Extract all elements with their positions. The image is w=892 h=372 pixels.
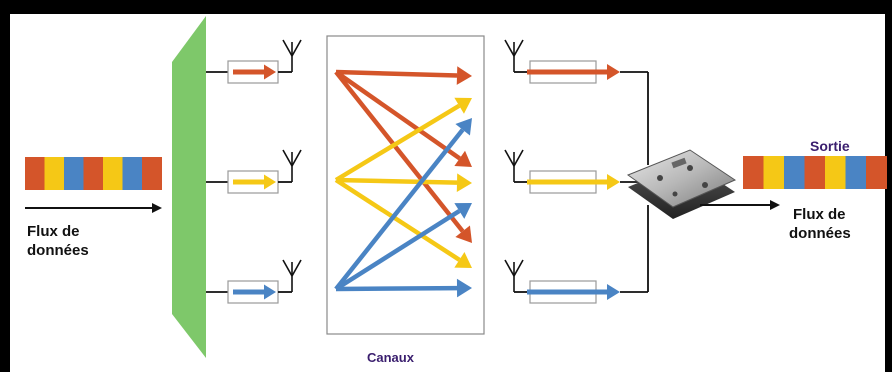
input-block-3 (83, 157, 104, 190)
input-block-6 (142, 157, 162, 190)
channel-arrow-blue-2-shaft (335, 285, 458, 292)
channel-arrow-red-2-head (455, 225, 472, 243)
rx-arrow-1-head (607, 173, 620, 191)
tx-arrow-1 (233, 174, 276, 190)
channel-arrow-yellow-2 (334, 178, 472, 268)
transmitter-chains (206, 39, 302, 304)
tx-antenna-icon-1-right (291, 149, 302, 167)
output-block-3 (804, 156, 826, 189)
rx-arrow-2-head (607, 283, 620, 301)
rx-antenna-icon-0-right (513, 39, 524, 57)
tx-antenna-icon-1-left (282, 149, 293, 167)
tx-antenna-icon-2 (282, 259, 302, 292)
input-block-4 (103, 157, 123, 190)
input-data-stream (25, 157, 162, 190)
rx-antenna-icon-2 (504, 259, 524, 292)
channel-arrow-blue-0-shaft (334, 128, 465, 291)
channel-arrow-red-1-shaft (334, 70, 461, 161)
tx-arrow-0 (233, 64, 276, 80)
rx-antenna-icon-1-right (513, 149, 524, 167)
rx-antenna-icon-1-left (504, 149, 515, 167)
channel-arrow-blue-2-head (456, 278, 472, 298)
input-block-0 (25, 157, 45, 190)
channel-arrow-red-0-shaft (335, 69, 458, 78)
channel-arrow-blue-1 (334, 203, 472, 291)
channel-arrow-yellow-1 (335, 173, 472, 192)
canaux-label: Canaux (367, 350, 414, 365)
tx-arrow-2-head (264, 284, 276, 300)
input-flux-label-line2: données (27, 242, 89, 259)
rx-antenna-icon-2-left (504, 259, 515, 277)
rx-antenna-icon-1 (504, 149, 524, 182)
output-block-6 (866, 156, 887, 189)
channel-arrow-yellow-0-head (454, 97, 472, 114)
output-block-1 (763, 156, 785, 189)
rx-arrow-2 (527, 283, 620, 301)
tx-antenna-icon-2-right (291, 259, 302, 277)
output-block-4 (825, 156, 846, 189)
tx-arrow-0-head (264, 64, 276, 80)
channel-arrow-yellow-1-shaft (335, 177, 458, 185)
input-block-5 (122, 157, 143, 190)
input-arrowhead (152, 203, 162, 213)
combiner-lines (620, 71, 649, 293)
channel-arrow-yellow-2-head (454, 252, 472, 268)
channel-arrow-red-2 (334, 70, 472, 243)
channel-arrow-blue-1-shaft (334, 209, 461, 291)
output-arrowhead (770, 200, 780, 210)
tx-antenna-icon-0-left (282, 39, 293, 57)
channel-arrow-blue-0 (334, 118, 472, 291)
input-flux-label-line1: Flux de (27, 223, 80, 240)
channel-arrow-red-1-head (454, 150, 472, 167)
output-flux-label-line1: Flux de (793, 206, 846, 223)
tx-arrow-1-head (264, 174, 276, 190)
rx-arrow-1 (527, 173, 620, 191)
tx-antenna-icon-0-right (291, 39, 302, 57)
rx-antenna-icon-0-left (504, 39, 515, 57)
tx-antenna-icon-1 (282, 149, 302, 182)
receiver-chip-icon (626, 149, 737, 219)
channel-arrow-yellow-1-head (456, 173, 472, 192)
rx-arrow-0 (527, 63, 620, 81)
splitter-trapezoid (172, 16, 206, 358)
channel-arrow-blue-2 (335, 278, 472, 298)
tx-antenna-icon-2-left (282, 259, 293, 277)
tx-antenna-icon-0 (282, 39, 302, 72)
channel-arrow-yellow-0-shaft (334, 103, 461, 182)
output-block-2 (784, 156, 805, 189)
output-block-0 (743, 156, 764, 189)
receiver-chains (504, 39, 620, 304)
tx-arrow-2 (233, 284, 276, 300)
rx-antenna-icon-0 (504, 39, 524, 72)
rx-arrow-0-head (607, 63, 620, 81)
channel-arrow-blue-1-head (454, 203, 472, 219)
channel-arrow-blue-0-head (455, 118, 472, 136)
channel-arrow-yellow-2-shaft (334, 178, 461, 262)
output-flux-label-line2: données (789, 225, 851, 242)
channel-arrow-red-0-head (456, 66, 472, 85)
rx-antenna-icon-2-right (513, 259, 524, 277)
output-data-stream (743, 156, 887, 189)
channel-arrow-yellow-0 (334, 97, 472, 182)
input-block-1 (44, 157, 65, 190)
sortie-label: Sortie (810, 138, 850, 154)
channel-arrow-red-1 (334, 70, 472, 167)
output-block-5 (845, 156, 867, 189)
channel-arrow-red-2-shaft (334, 70, 465, 233)
input-block-2 (64, 157, 84, 190)
channel-arrow-red-0 (335, 66, 472, 85)
channel-arrows (334, 66, 472, 298)
